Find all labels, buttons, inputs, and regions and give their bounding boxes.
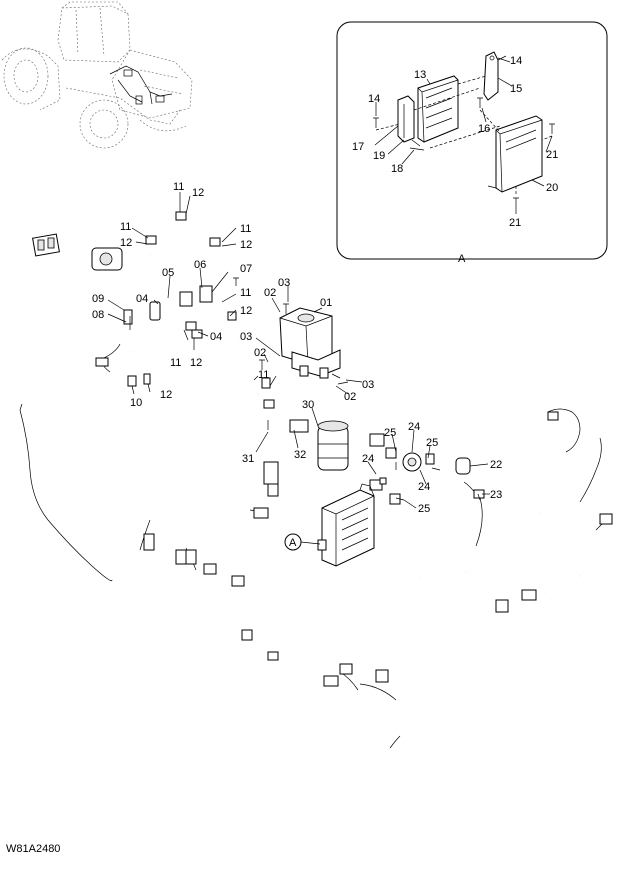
detail-a-screws <box>373 55 555 206</box>
main-leaders <box>107 192 490 509</box>
callout-19: 19 <box>373 150 385 162</box>
part-30-filter <box>289 419 349 471</box>
callout-21-bottom: 21 <box>509 217 521 229</box>
part-20-cover <box>487 115 543 193</box>
part-13-controller-box <box>417 75 459 143</box>
part-a-controller <box>317 483 375 567</box>
callout-16: 16 <box>478 123 490 135</box>
callout-01: 01 <box>320 297 332 309</box>
callout-24-top: 24 <box>408 421 420 433</box>
harness-connectors <box>32 211 613 687</box>
callout-12-left: 12 <box>120 237 132 249</box>
callout-22: 22 <box>490 459 502 471</box>
detail-a-leaders <box>374 57 553 214</box>
callout-a-marker: A <box>284 533 321 551</box>
main-callouts: 11 12 11 12 11 12 05 06 07 04 11 12 09 0… <box>92 181 502 515</box>
callout-20: 20 <box>546 182 558 194</box>
callout-17: 17 <box>352 141 364 153</box>
callout-02-top: 02 <box>264 287 276 299</box>
callout-24-right: 24 <box>418 481 430 493</box>
detail-a-panel: 13 14 14 15 16 17 18 19 20 21 21 A <box>336 21 608 265</box>
part-15-bracket <box>483 51 499 101</box>
callout-12-mid: 12 <box>240 305 252 317</box>
callout-14-top: 14 <box>510 55 522 67</box>
callout-03-left: 03 <box>240 331 252 343</box>
callout-25-right: 25 <box>426 437 438 449</box>
callout-12-lower: 12 <box>190 357 202 369</box>
callout-12-right: 12 <box>240 239 252 251</box>
callout-a-marker-label: A <box>289 537 297 549</box>
drawing-code: W81A2480 <box>6 843 60 855</box>
detail-a-label: A <box>458 253 466 265</box>
callout-07: 07 <box>240 263 252 275</box>
callout-03-right: 03 <box>362 379 374 391</box>
callout-12-bottom: 12 <box>160 389 172 401</box>
callout-21-right: 21 <box>546 149 558 161</box>
callout-25-left: 25 <box>384 427 396 439</box>
callout-31: 31 <box>242 453 254 465</box>
callout-04-right: 04 <box>210 331 222 343</box>
callout-09: 09 <box>92 293 104 305</box>
callout-32: 32 <box>294 449 306 461</box>
callout-11-left: 11 <box>120 221 131 233</box>
detail-a-assembly-lines <box>375 75 553 194</box>
callout-12-top: 12 <box>192 187 204 199</box>
callout-03-top: 03 <box>278 277 290 289</box>
callout-11-center: 11 <box>258 369 269 381</box>
callout-11-mid: 11 <box>240 287 251 299</box>
harness-trunk <box>42 209 595 749</box>
callout-23: 23 <box>490 489 502 501</box>
callout-08: 08 <box>92 309 104 321</box>
callout-11-lower: 11 <box>170 357 181 369</box>
main-harness: A <box>19 209 613 749</box>
callout-14-left: 14 <box>368 93 380 105</box>
part-17-bracket <box>397 95 415 143</box>
callout-06: 06 <box>194 259 206 271</box>
callout-10: 10 <box>130 397 142 409</box>
callout-15: 15 <box>510 83 522 95</box>
callout-13: 13 <box>414 69 426 81</box>
callout-30: 30 <box>302 399 314 411</box>
part-01-tank <box>279 307 341 379</box>
callout-02-left: 02 <box>254 347 266 359</box>
callout-18: 18 <box>391 163 403 175</box>
callout-02-right: 02 <box>344 391 356 403</box>
callout-11-right: 11 <box>240 223 251 235</box>
callout-05: 05 <box>162 267 174 279</box>
callout-24-left: 24 <box>362 453 374 465</box>
connector-lamp <box>91 247 123 271</box>
machine-overview-thumbnail <box>1 1 193 149</box>
callout-04-left: 04 <box>136 293 148 305</box>
fasteners <box>129 277 481 501</box>
detail-a-frame <box>336 21 608 260</box>
callout-11-top: 11 <box>173 181 184 193</box>
callout-25-bottom: 25 <box>418 503 430 515</box>
